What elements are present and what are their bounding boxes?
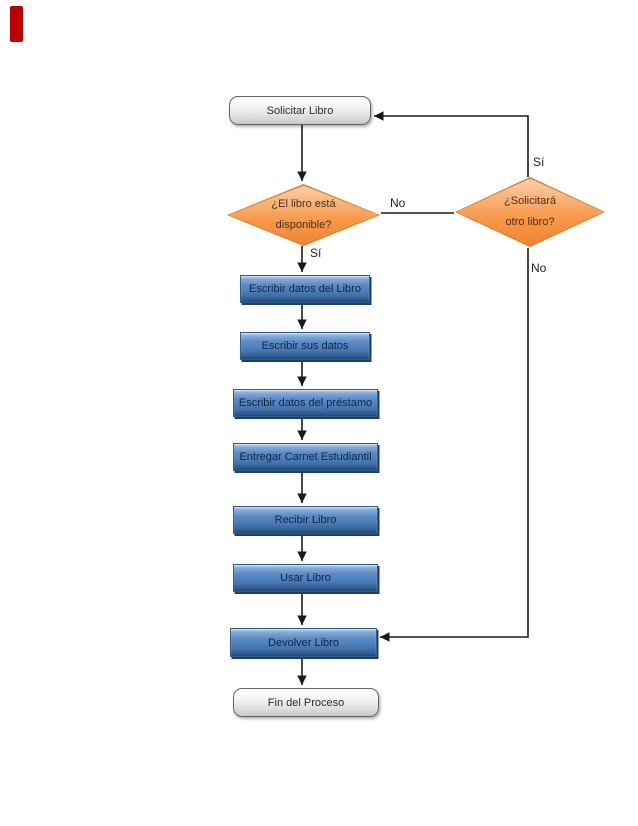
edge-label-no-disponible: No xyxy=(390,196,406,210)
node-label: ¿Solicitará otro libro? xyxy=(504,194,556,228)
node-label: Fin del Proceso xyxy=(267,696,345,709)
node-escribir-sus-datos: Escribir sus datos xyxy=(240,332,370,360)
edge-label-si-otro-libro: Sí xyxy=(533,155,545,169)
node-label: ¿El libro está disponible? xyxy=(271,197,336,231)
node-escribir-datos-del-prestamo: Escribir datos del préstamo xyxy=(233,389,378,417)
node-devolver-libro: Devolver Libro xyxy=(230,628,377,657)
red-marker xyxy=(10,6,23,42)
node-label: Usar Libro xyxy=(280,572,331,584)
node-label: Recibir Libro xyxy=(274,514,337,526)
node-entregar-carnet-estudiantil: Entregar Carnet Estudiantil xyxy=(233,443,378,471)
node-label: Solicitar Libro xyxy=(266,104,334,117)
node-solicitar-libro: Solicitar Libro xyxy=(229,96,371,125)
node-recibir-libro: Recibir Libro xyxy=(233,506,378,534)
node-usar-libro: Usar Libro xyxy=(233,564,378,592)
edge-label-no-otro-libro: No xyxy=(531,261,547,275)
edge-label-si-disponible: Sí xyxy=(310,246,322,260)
node-decision-libro-disponible: ¿El libro está disponible? xyxy=(227,184,380,246)
node-decision-solicitara-otro-libro: ¿Solicitará otro libro? xyxy=(455,177,605,247)
node-label: Entregar Carnet Estudiantil xyxy=(239,451,372,463)
node-label: Escribir datos del préstamo xyxy=(238,397,373,409)
edge-decision2-si-to-start xyxy=(374,111,529,177)
node-label: Devolver Libro xyxy=(268,636,339,649)
node-label: Escribir datos del Libro xyxy=(249,283,361,295)
node-label: Escribir sus datos xyxy=(261,340,349,352)
node-escribir-datos-del-libro: Escribir datos del Libro xyxy=(240,275,370,303)
node-fin-del-proceso: Fin del Proceso xyxy=(233,688,379,717)
edge-decision2-no-to-p7 xyxy=(380,248,529,642)
